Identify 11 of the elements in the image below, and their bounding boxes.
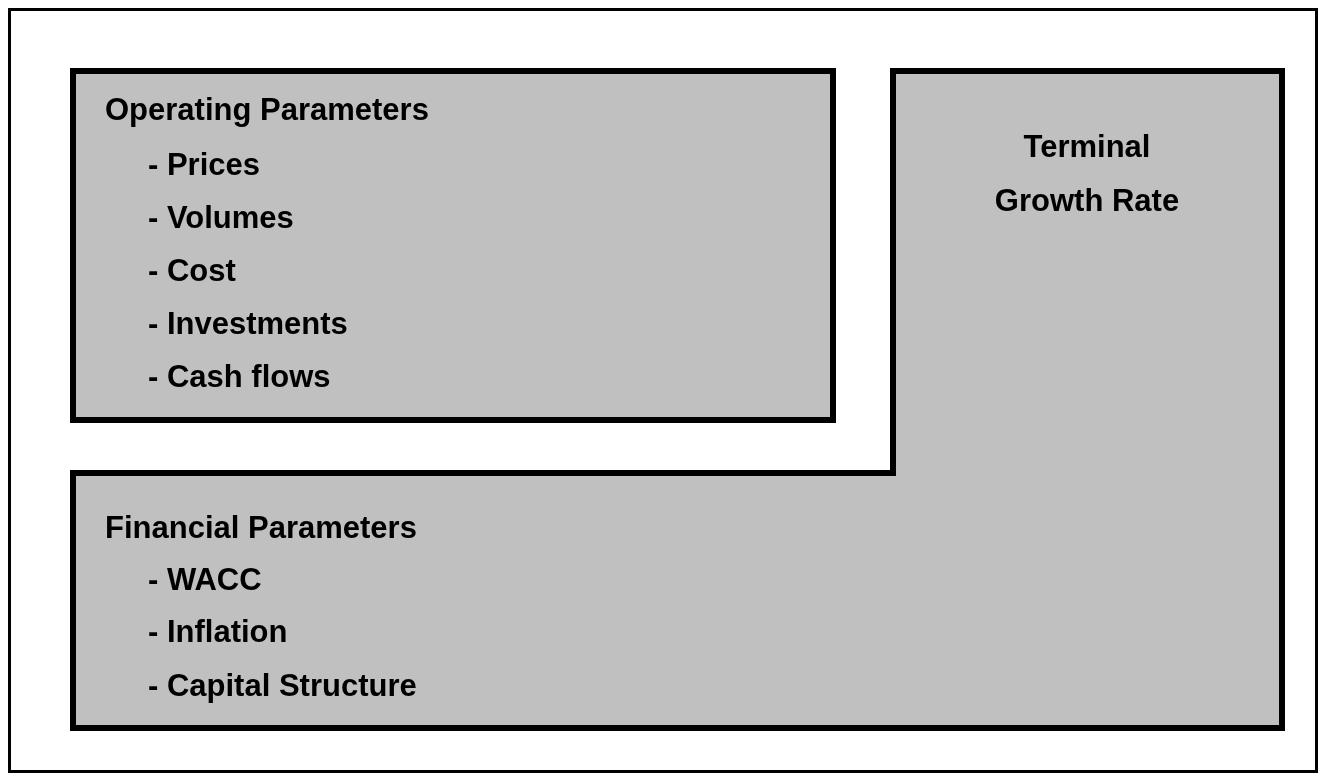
- list-item: - Investments: [148, 306, 348, 342]
- list-item: - WACC: [148, 562, 262, 598]
- list-item: - Cash flows: [148, 359, 331, 395]
- panel-heading: Financial Parameters: [105, 510, 417, 546]
- panel-heading: Operating Parameters: [105, 92, 429, 128]
- list-item: - Prices: [148, 147, 260, 183]
- panel-heading: Terminal Growth Rate: [993, 128, 1181, 220]
- list-item: - Cost: [148, 253, 236, 289]
- list-item: - Inflation: [148, 614, 288, 650]
- list-item: - Volumes: [148, 200, 294, 236]
- list-item: - Capital Structure: [148, 668, 417, 704]
